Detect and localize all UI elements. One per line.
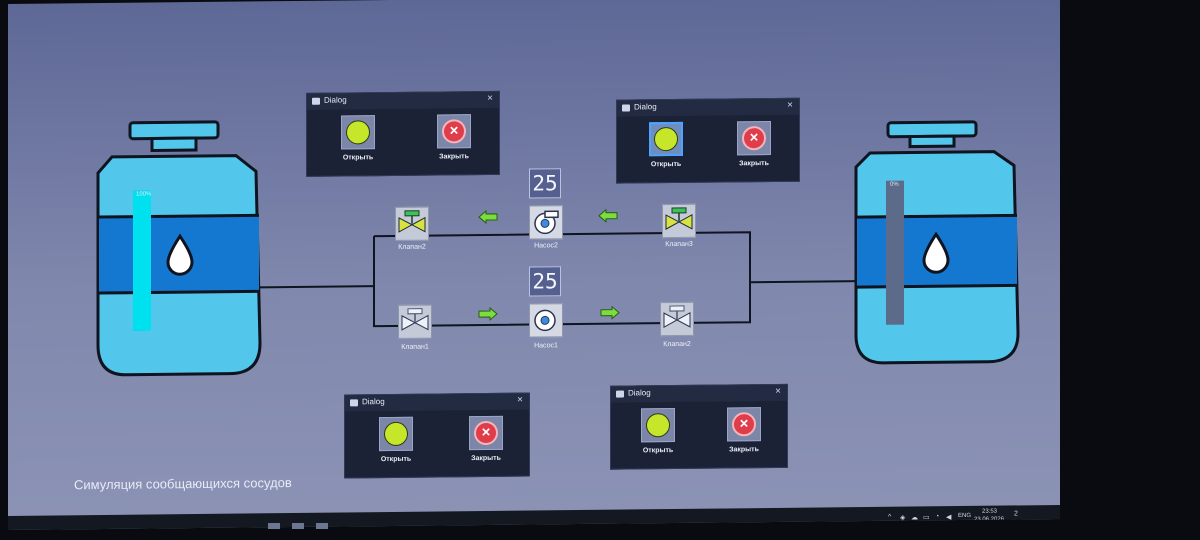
water-drop-icon	[922, 231, 950, 274]
close-icon[interactable]: ×	[775, 385, 781, 397]
close-x-icon: ×	[732, 412, 756, 437]
open-label: Открыть	[642, 447, 674, 455]
close-x-icon: ×	[442, 119, 466, 144]
valve3-label: Клапан3	[665, 240, 693, 249]
right-tank	[854, 120, 1020, 365]
open-button[interactable]	[641, 408, 675, 443]
open-label: Открыть	[380, 455, 412, 464]
app-icon	[312, 97, 320, 105]
water-drop-icon	[166, 233, 194, 276]
close-icon[interactable]: ×	[487, 92, 493, 104]
battery-icon[interactable]: ▭	[923, 514, 930, 522]
green-indicator-icon	[654, 126, 678, 152]
close-button[interactable]: ×	[469, 415, 503, 451]
pump2-display: 25	[529, 168, 561, 199]
close-label: Закрыть	[729, 446, 759, 454]
right-level-bar-track	[886, 180, 904, 325]
pump1-label: Насос1	[534, 342, 558, 350]
open-button[interactable]	[379, 416, 413, 452]
close-icon[interactable]: ×	[517, 394, 523, 406]
left-level-bar-fill	[133, 190, 151, 331]
green-indicator-icon	[346, 120, 370, 145]
left-tank	[96, 120, 262, 377]
tray-chevron-icon[interactable]: ^	[888, 513, 892, 521]
valve-closed-icon	[401, 308, 429, 331]
pump1-control[interactable]	[529, 303, 563, 338]
flow-arrow-right-icon	[478, 306, 498, 322]
valve-open-icon	[398, 210, 426, 233]
close-x-icon: ×	[474, 420, 498, 446]
page-title: Симуляция сообщающихся сосудов	[74, 475, 292, 493]
desktop-screen: 100% 0% 25 25 Клапан2 Насос2	[8, 0, 1060, 530]
pump1-display: 25	[529, 266, 561, 297]
valve1-label: Клапан1	[401, 343, 429, 351]
valve3-control[interactable]	[662, 203, 696, 239]
close-label: Закрыть	[439, 153, 469, 161]
valve4-label: Клапан2	[663, 340, 691, 349]
app-icon	[622, 104, 630, 112]
dialog-bottom-left: Dialog × × Открыть Закрыть	[344, 392, 530, 479]
green-indicator-icon	[646, 413, 670, 438]
pump2-control[interactable]	[529, 205, 563, 240]
dialog-titlebar: Dialog ×	[307, 91, 499, 110]
dialog-top-left: Dialog × × Открыть Закрыть	[306, 90, 500, 177]
flow-arrow-right-icon	[600, 305, 620, 320]
notification-badge[interactable]: 2	[1014, 510, 1018, 518]
close-x-icon: ×	[742, 126, 766, 151]
valve2-control[interactable]	[395, 206, 429, 241]
valve4-control[interactable]	[660, 301, 694, 337]
right-level-label: 0%	[890, 181, 899, 188]
clock-date[interactable]: 23.06.2026	[974, 516, 1005, 523]
close-label: Закрыть	[471, 454, 501, 463]
valve2-label: Клапан2	[398, 243, 426, 251]
taskbar-app-icon[interactable]	[292, 523, 304, 529]
dialog-title: Dialog	[628, 388, 651, 398]
close-label: Закрыть	[739, 160, 769, 168]
close-icon[interactable]: ×	[787, 99, 793, 111]
open-label: Открыть	[650, 160, 682, 169]
taskbar-app-icon[interactable]	[268, 523, 280, 529]
volume-icon[interactable]: ◀	[946, 514, 952, 522]
network-icon[interactable]: ◈	[900, 514, 906, 522]
wifi-icon[interactable]: ◔	[935, 513, 940, 521]
clock-time[interactable]: 23:53	[982, 508, 998, 515]
app-icon	[350, 399, 358, 407]
pump-icon	[534, 309, 556, 332]
taskbar-app-icon[interactable]	[316, 523, 328, 529]
language-indicator[interactable]: ENG	[958, 512, 972, 520]
cloud-icon[interactable]: ☁	[911, 514, 918, 522]
dialog-title: Dialog	[324, 95, 347, 105]
app-icon	[616, 390, 624, 398]
left-level-label: 100%	[136, 191, 152, 198]
dialog-title: Dialog	[362, 397, 385, 407]
close-button[interactable]: ×	[737, 121, 771, 156]
pump-icon	[534, 210, 559, 235]
valve1-control[interactable]	[398, 304, 432, 339]
flow-arrow-left-icon	[598, 208, 618, 223]
open-button[interactable]	[341, 115, 375, 150]
pump2-label: Насос2	[534, 242, 558, 250]
close-button[interactable]: ×	[727, 407, 761, 442]
pipe-network	[260, 231, 858, 328]
open-label: Открыть	[342, 154, 374, 162]
flow-arrow-left-icon	[478, 209, 498, 225]
dialog-bottom-right: Dialog × × Открыть Закрыть	[610, 383, 788, 470]
left-level-bar-track	[133, 190, 151, 331]
dialog-title: Dialog	[634, 102, 657, 112]
dialog-titlebar: Dialog ×	[345, 393, 529, 412]
open-button[interactable]	[649, 121, 683, 157]
dialog-top-right: Dialog × × Открыть Закрыть	[616, 97, 800, 184]
close-button[interactable]: ×	[437, 114, 471, 149]
valve-open-icon	[665, 207, 693, 230]
valve-closed-icon	[663, 305, 691, 328]
dialog-titlebar: Dialog ×	[617, 98, 799, 117]
green-indicator-icon	[384, 421, 408, 447]
dialog-titlebar: Dialog ×	[611, 384, 787, 403]
